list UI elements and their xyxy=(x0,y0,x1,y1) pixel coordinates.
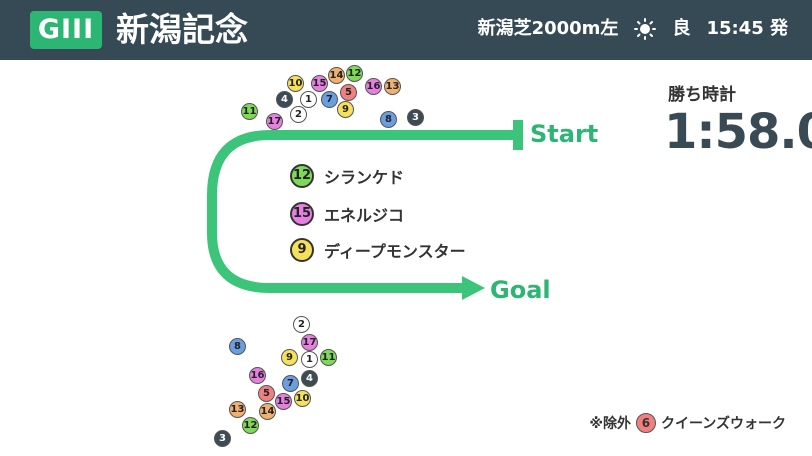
post-time: 15:45 発 xyxy=(706,18,788,39)
horse-number: 8 xyxy=(229,338,246,355)
horse-number: 13 xyxy=(229,401,246,418)
horse-number: 9 xyxy=(337,101,354,118)
horse-number: 15 xyxy=(311,75,328,92)
horse-number: 9 xyxy=(281,349,298,366)
horse-number: 12 xyxy=(242,417,259,434)
goal-label: Goal xyxy=(490,276,551,304)
race-title: 新潟記念 xyxy=(116,10,248,49)
horse-number: 15 xyxy=(275,393,292,410)
horse-number: 3 xyxy=(214,430,231,447)
horse-number: 13 xyxy=(384,78,401,95)
winning-time-value: 1:58.0 xyxy=(664,104,812,160)
horse-number: 1 xyxy=(300,91,317,108)
horse-number: 10 xyxy=(287,75,304,92)
horse-number: 7 xyxy=(282,375,299,392)
horse-number: 17 xyxy=(266,113,283,130)
course-track xyxy=(207,130,515,293)
horse-number: 14 xyxy=(259,403,276,420)
course-text: 新潟芝2000m左 xyxy=(477,18,619,39)
horse-number: 10 xyxy=(294,390,311,407)
horse-number: 8 xyxy=(380,111,397,128)
start-gate xyxy=(513,120,523,150)
horse-number: 11 xyxy=(320,349,337,366)
scratch-number: 6 xyxy=(635,413,656,433)
grade-badge: GIII xyxy=(30,11,102,49)
horse-number: 11 xyxy=(241,103,258,120)
result-name: シランケド xyxy=(324,168,405,187)
horse-number: 3 xyxy=(407,109,424,126)
horse-number: 2 xyxy=(290,106,307,123)
horse-number: 17 xyxy=(301,334,318,351)
horse-number: 4 xyxy=(301,370,318,387)
result-number: 15 xyxy=(290,202,314,226)
result-number: 12 xyxy=(290,164,314,188)
scratch-label: ※除外 xyxy=(589,416,631,432)
result-1st: 12 シランケド xyxy=(290,164,404,188)
goal-arrow-icon xyxy=(462,276,485,300)
horse-number: 5 xyxy=(340,84,357,101)
result-2nd: 15 エネルジコ xyxy=(290,202,404,226)
winning-time-label: 勝ち時計 xyxy=(668,85,736,105)
horse-number: 7 xyxy=(321,91,338,108)
result-name: ディープモンスター xyxy=(324,242,466,261)
horse-number: 16 xyxy=(365,78,382,95)
scratched-horse: ※除外 6 クイーンズウォーク xyxy=(589,413,786,433)
result-name: エネルジコ xyxy=(324,206,405,225)
horse-number: 4 xyxy=(276,91,293,108)
start-label: Start xyxy=(530,120,599,148)
result-3rd: 9 ディープモンスター xyxy=(290,238,466,262)
race-info: 新潟芝2000m左 良 15:45 発 xyxy=(478,15,788,43)
horse-number: 14 xyxy=(328,67,345,84)
scratch-name: クイーンズウォーク xyxy=(660,416,786,432)
horse-number: 1 xyxy=(301,351,318,368)
horse-number: 5 xyxy=(258,385,275,402)
horse-number: 16 xyxy=(249,367,266,384)
result-number: 9 xyxy=(290,238,314,262)
horse-number: 12 xyxy=(346,65,363,82)
header-bar: GIII 新潟記念 新潟芝2000m左 良 15:45 発 xyxy=(0,0,812,60)
going-text: 良 xyxy=(672,18,691,39)
horse-number: 2 xyxy=(293,316,310,333)
sun-icon xyxy=(634,18,657,40)
